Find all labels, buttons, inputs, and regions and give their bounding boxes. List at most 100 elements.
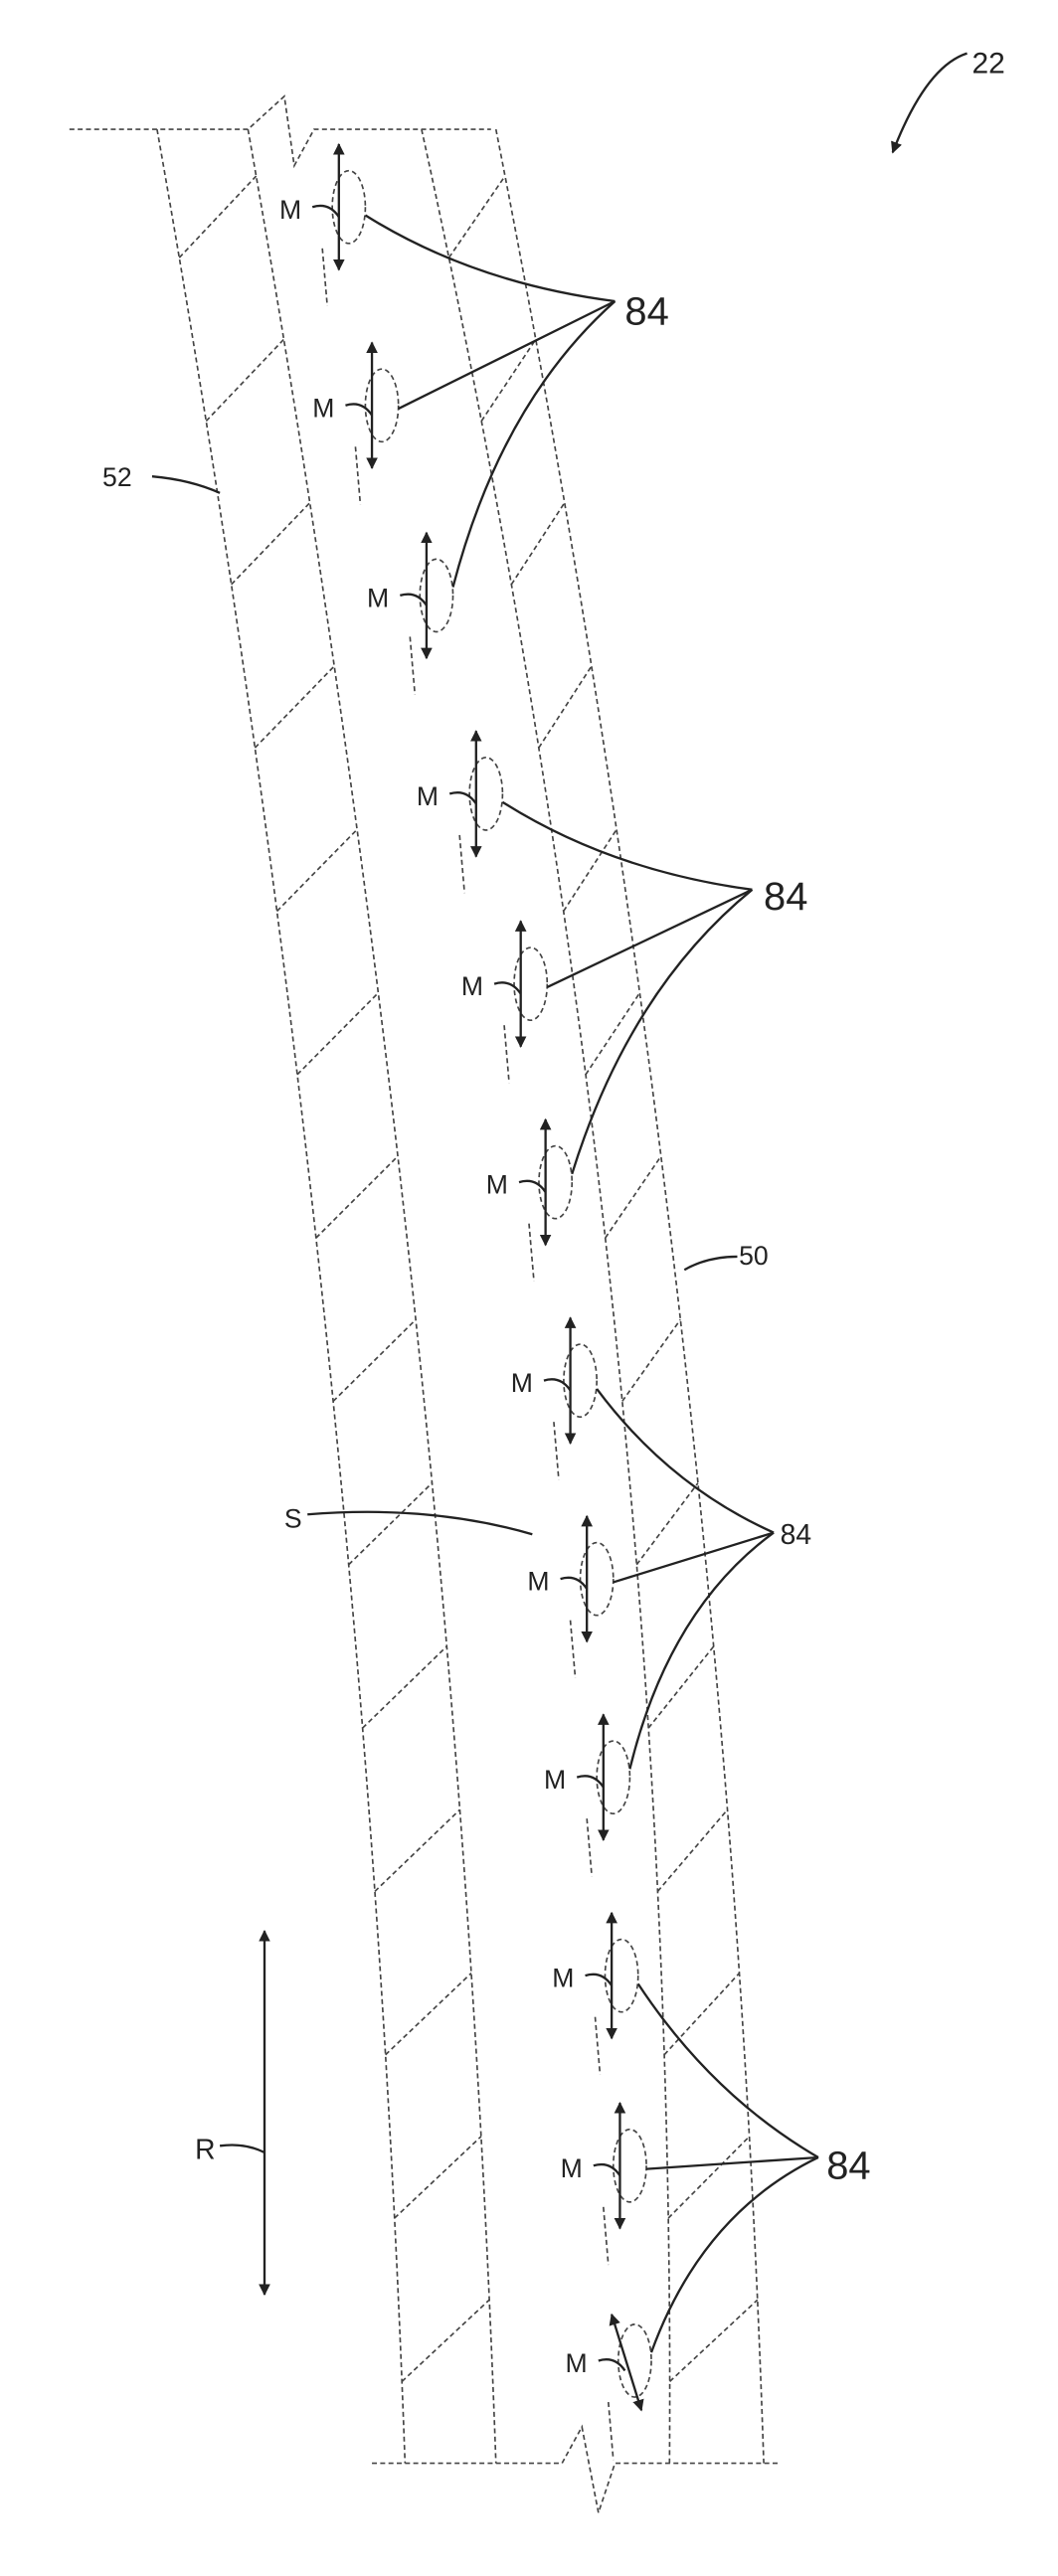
centerline-segment (554, 1422, 559, 1479)
hatch-mark (668, 2137, 749, 2218)
marker-m-label: M (486, 1170, 508, 1200)
marker-m-label: M (279, 195, 301, 225)
hatch-mark (333, 1319, 416, 1401)
centerline-segment (529, 1224, 534, 1282)
marker-m-label: M (367, 584, 389, 613)
hatch-mark (648, 1646, 714, 1728)
marker-leader (345, 404, 372, 415)
hatch-mark (448, 176, 504, 258)
hatch-mark (349, 1483, 433, 1565)
marker-ellipse (597, 1741, 629, 1813)
leader-line-84 (547, 890, 752, 987)
hatch-mark (606, 1156, 661, 1238)
wall-hatching (179, 176, 757, 2381)
marker-ellipse (539, 1146, 572, 1219)
centerline-segment (609, 2402, 614, 2460)
label-84-group-3: 84 (781, 1518, 811, 1550)
hatch-mark (297, 993, 378, 1075)
hatch-mark (386, 1974, 471, 2055)
leader-50 (684, 1257, 737, 1270)
centerline-segment (355, 446, 360, 504)
label-52: 52 (102, 462, 132, 492)
leader-line-84 (365, 216, 615, 301)
leader-line-84 (502, 802, 752, 890)
wall-line-3 (422, 129, 670, 2463)
leader-line-84 (651, 2157, 818, 2352)
marker-ellipse (420, 559, 452, 631)
marker-ellipse (365, 369, 398, 441)
marker-leader (594, 2164, 620, 2175)
hatch-mark (564, 829, 617, 911)
marker-leader (400, 595, 427, 605)
marker-m-label: M (461, 971, 483, 1001)
hatch-mark (402, 2300, 489, 2381)
ref-arrow-22 (893, 54, 968, 153)
hatch-mark (511, 503, 564, 585)
hatch-mark (622, 1319, 680, 1401)
hatch-mark (481, 339, 536, 421)
marker-m-label: M (511, 1368, 533, 1398)
hatch-mark (179, 176, 256, 258)
marker-ellipse (614, 2130, 646, 2202)
marker-leader (577, 1776, 604, 1787)
marker-ellipse (581, 1543, 614, 1616)
hatch-mark (657, 1809, 727, 1891)
hatch-mark (316, 1156, 398, 1238)
marker-m-label: M (527, 1567, 549, 1597)
leader-s (307, 1512, 532, 1534)
hatch-mark (539, 666, 592, 748)
label-50: 50 (739, 1241, 769, 1271)
marker-ellipse (564, 1344, 597, 1417)
leader-line-84 (646, 2157, 818, 2169)
centerline-segment (322, 249, 327, 306)
centerline-segment (596, 2017, 601, 2075)
marker-leader (599, 2359, 625, 2370)
hatch-mark (664, 1974, 739, 2055)
wall-line-1 (157, 129, 405, 2463)
leader-line-84 (453, 301, 616, 588)
marker-leader (544, 1379, 571, 1390)
centerline-segment (459, 835, 464, 893)
marker-m-label: M (544, 1765, 566, 1795)
leader-52 (152, 476, 220, 493)
marker-m-label: M (417, 781, 439, 811)
marker-leader (561, 1578, 588, 1589)
label-s: S (284, 1504, 302, 1534)
centerline-segment (587, 1818, 592, 1876)
marker-ellipse (332, 171, 365, 244)
leader-r (220, 2146, 264, 2152)
hatch-mark (255, 666, 334, 748)
hatch-mark (636, 1483, 698, 1565)
hatch-mark (232, 503, 310, 585)
hatch-mark (375, 1809, 459, 1891)
hatch-mark (206, 339, 283, 421)
marker-leader (494, 982, 521, 993)
centerline-segment (504, 1025, 509, 1083)
label-22: 22 (972, 48, 1005, 81)
wall-line-2 (248, 129, 495, 2463)
marker-leader (519, 1181, 546, 1192)
marker-leader (312, 206, 339, 217)
label-84-group-4: 84 (826, 2145, 870, 2188)
marker-m-label: M (566, 2348, 588, 2378)
hatch-mark (363, 1646, 447, 1728)
vessel-walls (157, 129, 764, 2463)
hatch-mark (670, 2300, 758, 2381)
centerline-segment (571, 1621, 576, 1678)
leader-line-84 (614, 1533, 774, 1583)
label-84-group-1: 84 (624, 289, 668, 333)
marker-m-label: M (312, 393, 334, 423)
marker-ellipse (469, 758, 502, 830)
label-84-group-2: 84 (764, 875, 807, 919)
wall-line-4 (496, 129, 764, 2463)
marker-m: M (566, 2315, 651, 2410)
label-r: R (195, 2134, 215, 2165)
markers-m: MMMMMMMMMMMM (279, 144, 651, 2410)
leader-lines-84 (365, 216, 818, 2353)
hatch-mark (277, 829, 358, 911)
hatch-mark (395, 2137, 481, 2218)
leader-line-84 (399, 301, 616, 409)
centerline-segment (410, 636, 415, 694)
marker-m-label: M (552, 1964, 574, 1993)
